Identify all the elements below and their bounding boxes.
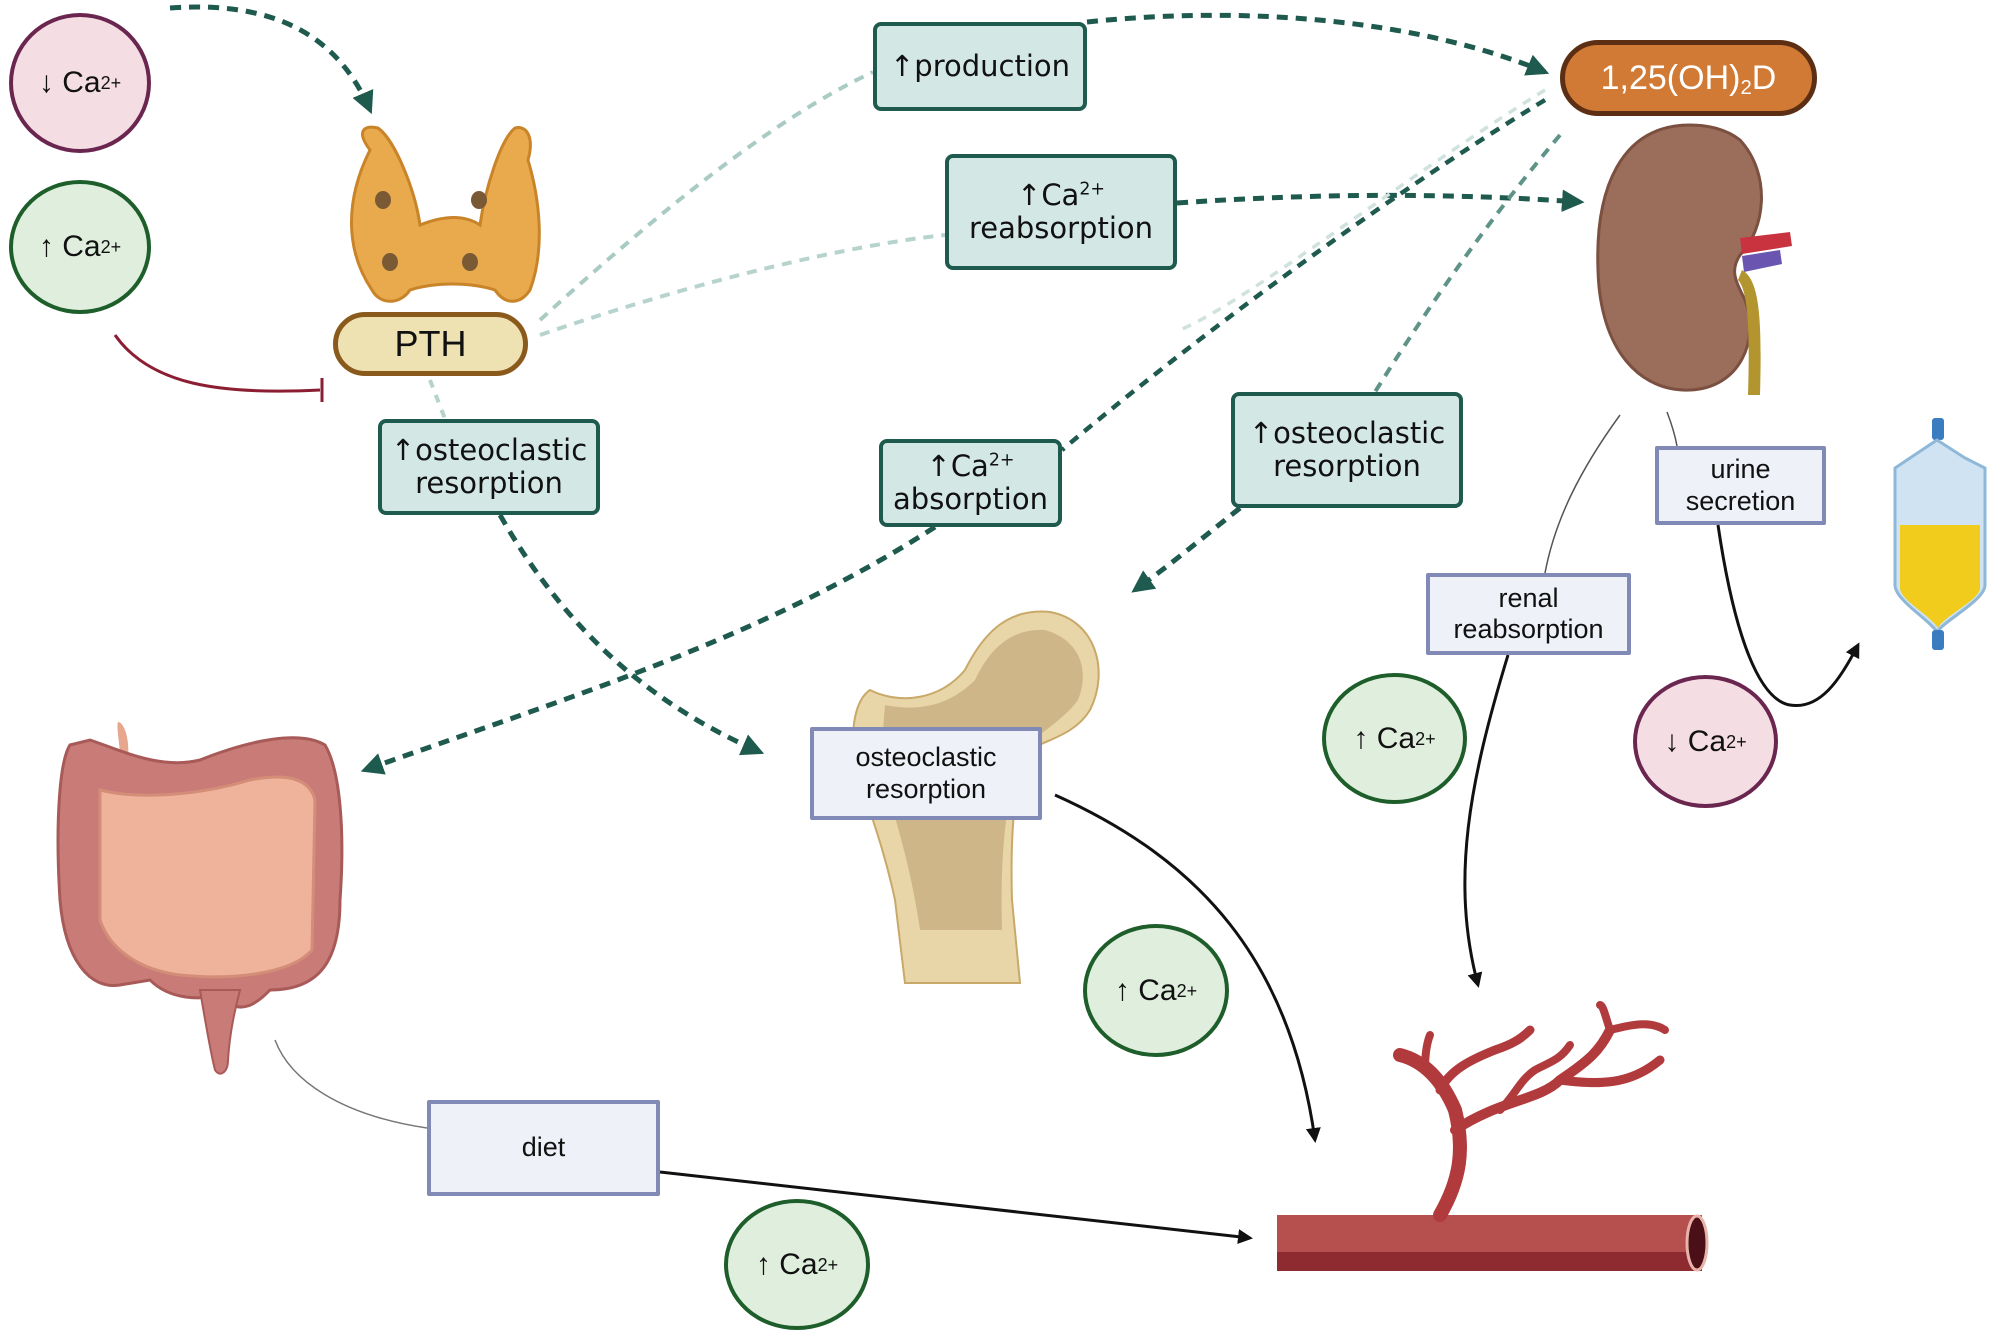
process-text: osteoclastic bbox=[855, 742, 997, 773]
ca-reabsorption-effect-box: ↑Ca2+ reabsorption bbox=[945, 154, 1177, 270]
process-text: reabsorption bbox=[1453, 614, 1604, 644]
intestine-illustration bbox=[56, 722, 344, 1075]
renal-reabsorption-box: renal reabsorption bbox=[1426, 573, 1631, 655]
effect-text: resorption bbox=[415, 466, 563, 500]
inhibition-highca-to-pth bbox=[113, 334, 321, 393]
ion-label: Ca bbox=[62, 66, 101, 99]
up-arrow-icon: ↑ bbox=[390, 432, 416, 467]
arrow-lowca-to-thyroid bbox=[169, 4, 374, 115]
ion-label: Ca bbox=[1041, 177, 1080, 212]
osteoclastic-effect-box-left: ↑osteoclastic resorption bbox=[378, 419, 600, 515]
arrow-urine-to-bag bbox=[1716, 524, 1860, 708]
vitd-suffix: D bbox=[1751, 58, 1777, 97]
up-arrow-icon: ↑ bbox=[1248, 415, 1274, 450]
process-text: urine bbox=[1710, 454, 1771, 485]
ion-label: Ca bbox=[1376, 721, 1416, 755]
up-arrow-icon: ↑ bbox=[889, 48, 915, 83]
ion-charge: 2+ bbox=[988, 450, 1015, 471]
urine-bag-illustration bbox=[1893, 418, 1987, 650]
arrow-diet-to-vessel bbox=[659, 1170, 1253, 1245]
kidney-illustration bbox=[1596, 123, 1792, 395]
diet-box: diet bbox=[427, 1100, 660, 1196]
arrow-vitd-to-ca-absorption bbox=[1060, 98, 1547, 452]
osteoclastic-resorption-box: osteoclastic resorption bbox=[810, 727, 1042, 820]
arrow-production-to-vitd bbox=[1086, 12, 1550, 76]
ion-label: Ca bbox=[779, 1247, 818, 1281]
effect-text: osteoclastic bbox=[415, 432, 588, 467]
arrow-vitd-fade-1 bbox=[1179, 88, 1546, 332]
arrow-pth-to-ca-reabsorption bbox=[539, 233, 946, 337]
effect-text: production bbox=[914, 48, 1071, 83]
up-arrow-icon: ↑ bbox=[38, 230, 54, 263]
arrow-absorption-to-intestine bbox=[360, 524, 937, 775]
up-arrow-icon: ↑ bbox=[1353, 721, 1369, 755]
up-arrow-icon: ↑ bbox=[926, 448, 951, 483]
production-effect-box: ↑production bbox=[873, 22, 1087, 111]
effect-text: absorption bbox=[893, 482, 1048, 516]
process-text: resorption bbox=[865, 773, 987, 804]
up-arrow-icon: ↑ bbox=[1017, 177, 1042, 212]
arrow-renal-to-vessel bbox=[1463, 654, 1510, 988]
down-arrow-icon: ↓ bbox=[38, 66, 54, 99]
line-kidney-to-renal bbox=[1544, 414, 1621, 574]
ca-absorption-effect-box: ↑Ca2+ absorption bbox=[879, 439, 1062, 527]
vitd-subscript: 2 bbox=[1740, 76, 1752, 99]
line-kidney-to-urine bbox=[1666, 411, 1678, 447]
process-text: diet bbox=[521, 1132, 566, 1163]
vitd-prefix: 1,25(OH) bbox=[1600, 58, 1741, 97]
line-intestine-to-diet bbox=[274, 1039, 428, 1129]
up-arrow-icon: ↑ bbox=[755, 1247, 771, 1281]
thyroid-illustration bbox=[350, 125, 541, 303]
ion-label: Ca bbox=[1138, 973, 1177, 1007]
up-arrow-icon: ↑ bbox=[1114, 973, 1130, 1007]
effect-text: resorption bbox=[1273, 449, 1421, 483]
vitamin-d-label: 1,25(OH)2D bbox=[1560, 40, 1817, 116]
arrow-osteoclastic-right-to-bone bbox=[1131, 506, 1242, 593]
ion-charge: 2+ bbox=[1079, 179, 1105, 200]
pth-text: PTH bbox=[394, 323, 467, 364]
urine-secretion-box: urine secretion bbox=[1655, 446, 1826, 525]
effect-text: reabsorption bbox=[968, 211, 1154, 245]
blood-vessel-illustration bbox=[1277, 1001, 1709, 1272]
effect-text: osteoclastic bbox=[1273, 415, 1446, 450]
arrow-bone-to-vessel bbox=[1054, 793, 1321, 1143]
arrow-pth-to-osteoclastic bbox=[428, 379, 447, 420]
arrow-pth-to-production bbox=[538, 70, 874, 322]
ion-label: Ca bbox=[62, 230, 101, 263]
pth-label: PTH bbox=[333, 312, 528, 376]
process-text: secretion bbox=[1685, 485, 1796, 516]
process-text: renal bbox=[1498, 582, 1559, 613]
ion-label: Ca bbox=[950, 448, 989, 483]
down-arrow-icon: ↓ bbox=[1664, 724, 1680, 758]
arrow-osteoclastic-to-bone bbox=[497, 513, 765, 756]
arrow-vitd-to-osteoclastic bbox=[1373, 133, 1562, 394]
osteoclastic-effect-box-right: ↑osteoclastic resorption bbox=[1231, 392, 1463, 508]
arrow-reabsorption-to-kidney bbox=[1176, 189, 1585, 212]
ion-label: Ca bbox=[1687, 724, 1727, 758]
